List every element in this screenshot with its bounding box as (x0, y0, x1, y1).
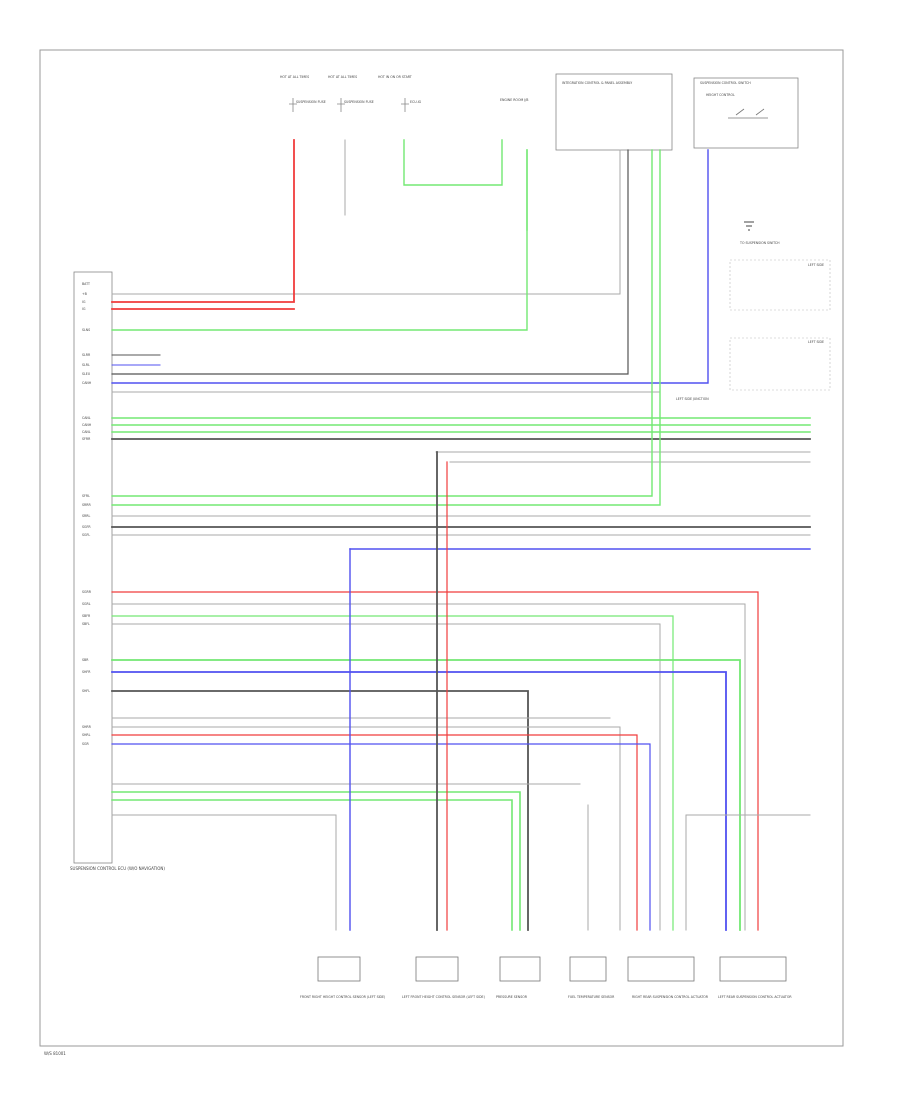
ground-icon (744, 221, 754, 231)
ecu-pin-label: SLEX (82, 372, 91, 376)
height-control-label: HEIGHT CONTROL (706, 93, 735, 97)
switch-icon (728, 108, 768, 119)
ecu-label: SUSPENSION CONTROL ECU (W/O NAVIGATION) (70, 866, 165, 871)
integration-control-box (555, 73, 673, 151)
ecu-pin-label: SGFR (82, 525, 91, 529)
wire-16 (111, 149, 661, 506)
ecu-pin-label: SFRR (82, 437, 91, 441)
wire-top-loop (403, 139, 503, 186)
ecu-pin-label: IG (82, 300, 86, 304)
wire-15 (111, 149, 653, 497)
bottom-connector-2: LEFT FRONT HEIGHT CONTROL SENSOR (LEFT S… (402, 956, 485, 999)
bottom-connector-4: FUEL TEMPERATURE SENSOR (568, 956, 615, 999)
right-label-2: LEFT SIDE (808, 340, 824, 344)
wire-33 (111, 791, 521, 931)
right-connector-1 (729, 259, 831, 311)
ecu-pin-label: SHRL (82, 733, 91, 737)
sensor-switch-label: TO SUSPENSION SWITCH (739, 241, 780, 245)
bottom-label-2: LEFT FRONT HEIGHT CONTROL SENSOR (LEFT S… (402, 995, 485, 999)
ecu-pin-label: SBFL (82, 622, 90, 626)
bottom-connector-1: FRONT RIGHT HEIGHT CONTROL SENSOR (LEFT … (300, 956, 385, 999)
wire-6 (111, 149, 629, 375)
wire-7 (111, 149, 709, 384)
ecu-pin-label: SGRL (82, 602, 91, 606)
fuse-label-1: SUSPENSION FUSE (296, 100, 326, 104)
wire-34 (111, 799, 513, 931)
wire-right-drop (685, 814, 811, 931)
ecu-box (73, 271, 113, 864)
wire-1 (111, 139, 295, 303)
ecu-pin-label: CANL (82, 416, 91, 420)
wire-25 (111, 659, 741, 931)
ecu-pin-label: SHFL (82, 689, 90, 693)
bottom-connector-5: RIGHT REAR SUSPENSION CONTROL ACTUATOR (627, 956, 709, 999)
ecu-pin-label: SLRL (82, 363, 90, 367)
hot-label-2: HOT AT ALL TIMES (328, 75, 357, 79)
bottom-connector-6: LEFT REAR SUSPENSION CONTROL ACTUATOR (718, 956, 792, 999)
ecu-pin-label: CANH (82, 381, 92, 385)
hot-label-1: HOT AT ALL TIMES (280, 75, 309, 79)
ecu-pin-label: SBFR (82, 614, 91, 618)
wire-group (111, 139, 811, 931)
wire-22 (111, 603, 746, 931)
bottom-label-4: FUEL TEMPERATURE SENSOR (568, 995, 615, 999)
fuse-label-2: SUSPENSION FUSE (344, 100, 374, 104)
fuse-icons (289, 98, 409, 112)
ecu-pin-label: SBR (82, 658, 89, 662)
wire-3 (111, 149, 528, 331)
bottom-label-3: PRESSURE SENSOR (496, 995, 528, 999)
ecu-pin-label: SLRR (82, 353, 91, 357)
right-connector-2 (729, 337, 831, 391)
ecu-pin-label: SRRR (82, 503, 91, 507)
ecu-pin-label: +B (82, 292, 87, 296)
wire-0 (111, 149, 621, 295)
wire-26 (111, 671, 727, 931)
integration-control-label: INTEGRATION CONTROL & PANEL ASSEMBLY (562, 81, 632, 85)
wire-27 (111, 690, 529, 931)
suspension-switch-box (693, 77, 799, 149)
hot-label-3: HOT IN ON OR START (378, 75, 412, 79)
wire-31 (111, 743, 651, 931)
ecu-pin-label: SRRL (82, 514, 90, 518)
wire-21 (111, 591, 759, 931)
fuse-label-3: ECU-IG (410, 100, 422, 104)
wire-29 (111, 726, 621, 931)
wire-30 (111, 734, 638, 931)
ecu-pin-label: SGR (82, 742, 89, 746)
ecu-pin-label: SLNS (82, 328, 90, 332)
right-label-1: LEFT SIDE (808, 263, 824, 267)
bottom-connector-3: PRESSURE SENSOR (496, 956, 541, 999)
ecu-pin-label-group: BATT +B IG IG SLNS SLRR SLRL SLEX CANH CANL CANH CA… (82, 282, 92, 746)
diagram-frame (39, 49, 844, 1047)
wire-24 (111, 623, 661, 931)
ecu-pin-label: IG (82, 307, 86, 311)
ecu-pin-label: SFRL (82, 494, 90, 498)
ecu-pin-label: CANL (82, 430, 91, 434)
ecu-pin-label: SHFR (82, 670, 91, 674)
suspension-switch-label: SUSPENSION CONTROL SWITCH (700, 81, 751, 85)
ecu-pin-label: SGRR (82, 590, 92, 594)
footer-code: W/S 81001 (44, 1051, 66, 1056)
right-label-3: LEFT SIDE JUNCTION (676, 397, 709, 401)
wire-35 (111, 814, 337, 931)
ecu-pin-label: SGFL (82, 533, 90, 537)
ecu-pin-label: BATT (82, 282, 90, 286)
bottom-label-6: LEFT REAR SUSPENSION CONTROL ACTUATOR (718, 995, 792, 999)
wire-23 (111, 615, 674, 931)
bottom-label-5: RIGHT REAR SUSPENSION CONTROL ACTUATOR (632, 995, 709, 999)
ecu-pin-label: CANH (82, 423, 92, 427)
ecu-pin-label: SHRR (82, 725, 92, 729)
bottom-label-1: FRONT RIGHT HEIGHT CONTROL SENSOR (LEFT … (300, 995, 385, 999)
ground-note: ENGINE ROOM J/B (500, 98, 528, 102)
